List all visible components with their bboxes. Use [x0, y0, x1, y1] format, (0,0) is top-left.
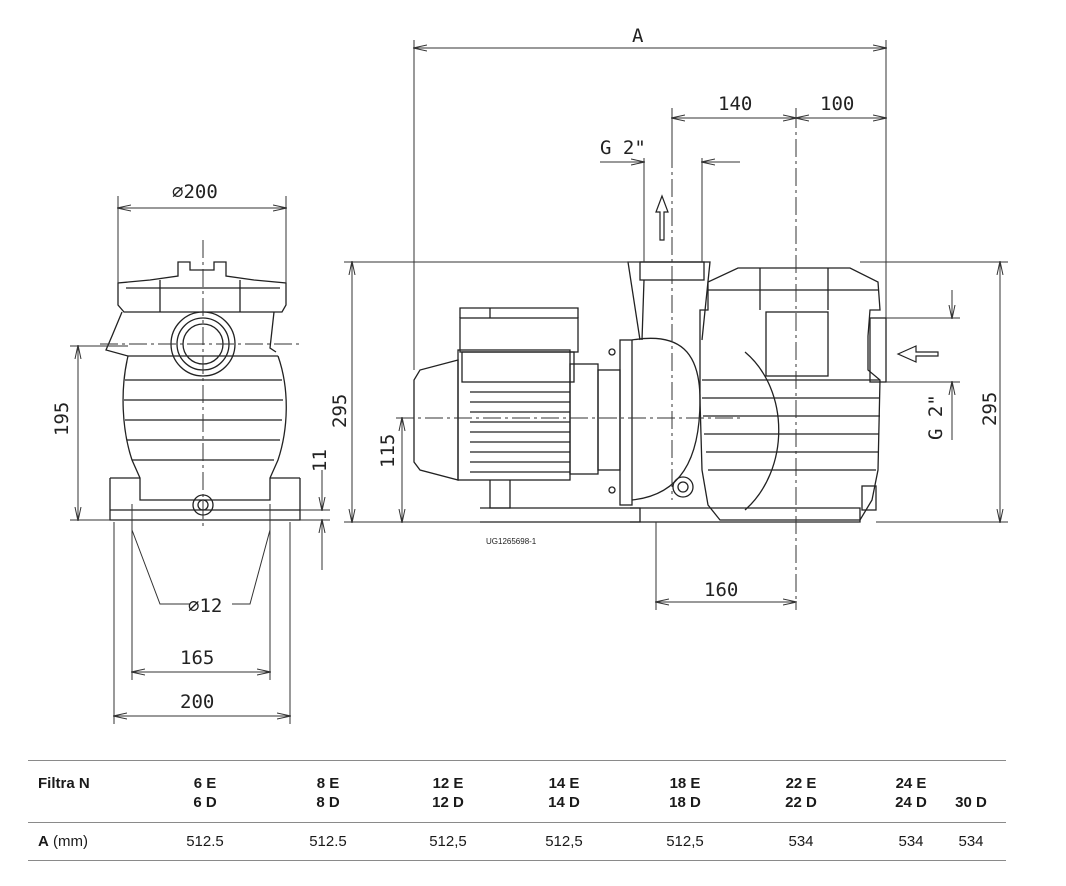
table-value-cell: 512.5 [186, 833, 224, 850]
table-header-cell: 22 E 22 D [785, 775, 817, 811]
side-view-centerlines [396, 110, 797, 610]
pump-technical-drawing: ⌀200 195 11 ⌀12 165 200 [51, 25, 1008, 724]
table-value-cell: 534 [898, 833, 924, 850]
drawing-code: UG1265698-1 [486, 537, 537, 546]
outlet-flow-arrow [655, 194, 669, 241]
front-foot-thickness-label: 11 [309, 449, 331, 472]
inlet-offset-label: 100 [820, 93, 854, 115]
foot-offset-label: 160 [704, 579, 738, 601]
overall-length-label: A [632, 25, 644, 47]
table-top-rule [28, 760, 1006, 761]
table-value-cell: 512,5 [429, 833, 467, 850]
table-header-cell: 24 E 24 D [895, 775, 927, 811]
height-right-label: 295 [979, 392, 1001, 426]
table-value-cell: 534 [788, 833, 814, 850]
table-header-label: Filtra N [38, 775, 90, 792]
inlet-thread-label: G 2" [925, 394, 947, 440]
side-dimension-lines [344, 40, 1008, 610]
table-header-cell: 6 E 6 D [193, 775, 217, 811]
table-header-cell: 30 D [955, 794, 987, 811]
front-hole-spacing-label: 165 [180, 647, 214, 669]
table-header-cell: 14 E 14 D [548, 775, 580, 811]
front-height-label: 195 [51, 402, 73, 436]
front-dia-top-label: ⌀200 [172, 181, 218, 203]
front-view-centerline [100, 240, 300, 528]
axis-height-label: 115 [377, 434, 399, 468]
table-header-cell: 18 E 18 D [669, 775, 701, 811]
height-left-label: 295 [329, 394, 351, 428]
front-dimension-lines [70, 196, 330, 724]
table-header-cell: 12 E 12 D [432, 775, 464, 811]
side-view-pump [413, 261, 887, 523]
table-row-label: A (mm) [38, 833, 88, 850]
front-hole-dia-label: ⌀12 [188, 595, 222, 617]
table-mid-rule [28, 822, 1006, 823]
table-bottom-rule [28, 860, 1006, 861]
outlet-thread-label: G 2" [600, 137, 646, 159]
table-value-cell: 512,5 [545, 833, 583, 850]
table-value-cell: 534 [958, 833, 984, 850]
outlet-offset-label: 140 [718, 93, 752, 115]
front-base-width-label: 200 [180, 691, 214, 713]
inlet-flow-arrow [896, 345, 939, 363]
table-header-cell: 8 E 8 D [316, 775, 340, 811]
table-value-cell: 512,5 [666, 833, 704, 850]
table-value-cell: 512.5 [309, 833, 347, 850]
